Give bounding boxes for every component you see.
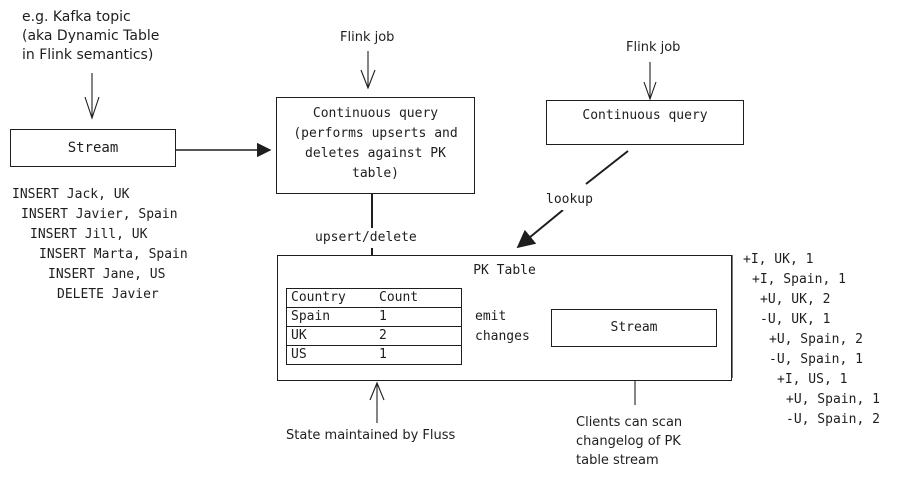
source-note-line: in Flink semantics)	[22, 47, 154, 63]
note-arrow-state	[369, 381, 385, 423]
changelog-event: -U, Spain, 2	[786, 412, 880, 427]
flink-job-note-2: Flink job	[626, 40, 681, 55]
changelog-event: +I, Spain, 1	[752, 272, 846, 287]
changelog-event: -U, UK, 1	[760, 312, 831, 327]
query-line: (performs upserts and	[293, 126, 458, 141]
changelog-event: +U, Spain, 2	[769, 332, 863, 347]
table-cell: 1	[375, 345, 462, 365]
source-stream-box[interactable]: Stream	[10, 129, 176, 167]
table-cell: US	[286, 345, 375, 365]
column-header: Count	[375, 288, 462, 308]
input-event: INSERT Jane, US	[48, 267, 166, 282]
changelog-event: +I, US, 1	[777, 372, 848, 387]
source-note: e.g. Kafka topic (aka Dynamic Table in F…	[22, 8, 159, 65]
query-line: Continuous query	[312, 106, 439, 121]
lookup-label: lookup	[546, 190, 593, 210]
flink-job-note-1: Flink job	[340, 30, 395, 45]
table-row: Spain 1	[286, 307, 462, 327]
changelog-event: +U, UK, 2	[760, 292, 831, 307]
clients-note-line: Clients can scan	[576, 415, 683, 430]
input-event: INSERT Jill, UK	[30, 227, 148, 242]
source-note-line: (aka Dynamic Table	[22, 28, 160, 44]
output-stream-label: Stream	[610, 320, 658, 335]
emit-changes-line: emit	[475, 309, 507, 324]
table-row: UK 2	[286, 326, 462, 346]
continuous-query-lookup-box[interactable]: Continuous query	[546, 100, 744, 145]
input-event: INSERT Marta, Spain	[39, 247, 188, 262]
table-cell: Spain	[286, 307, 375, 327]
changelog-event: +I, UK, 1	[743, 252, 814, 267]
table-header-row: Country Count	[286, 288, 462, 308]
table-cell: UK	[286, 326, 375, 346]
source-note-line: e.g. Kafka topic	[22, 9, 131, 25]
query-lookup-label: Continuous query	[582, 108, 708, 123]
input-event: INSERT Jack, UK	[12, 187, 130, 202]
input-event: INSERT Javier, Spain	[21, 207, 178, 222]
column-header: Country	[286, 288, 375, 308]
query-line: table)	[352, 166, 399, 181]
edge-lookup	[585, 150, 629, 185]
output-stream-box[interactable]: Stream	[551, 309, 717, 347]
table-cell: 2	[375, 326, 462, 346]
continuous-query-upsert-box[interactable]: Continuous query (performs upserts and d…	[276, 97, 475, 194]
pk-table-title: PK Table	[473, 263, 536, 278]
upsert-delete-label: upsert/delete	[314, 228, 418, 248]
clients-note-line: changelog of PK	[576, 434, 681, 449]
input-event: DELETE Javier	[57, 287, 159, 302]
changelog-event: -U, Spain, 1	[769, 352, 863, 367]
query-line: deletes against PK	[305, 146, 446, 161]
source-stream-label: Stream	[67, 140, 119, 156]
table-row: US 1	[286, 345, 462, 365]
emit-changes-label: emit changes	[475, 307, 530, 347]
input-events-list: INSERT Jack, UK INSERT Javier, Spain INS…	[12, 185, 188, 305]
edge-lookup-arrow	[516, 209, 564, 249]
emit-changes-line: changes	[475, 329, 530, 344]
note-arrow-flink-job-1	[360, 51, 376, 90]
state-note: State maintained by Fluss	[286, 428, 456, 443]
note-arrow-source	[84, 73, 100, 120]
clients-note-line: table stream	[576, 453, 659, 468]
changelog-event: +U, Spain, 1	[786, 392, 880, 407]
note-arrow-flink-job-2	[643, 62, 657, 101]
clients-note: Clients can scan changelog of PK table s…	[576, 413, 682, 470]
changelog-events-list: +I, UK, 1 +I, Spain, 1 +U, UK, 2 -U, UK,…	[743, 250, 880, 430]
pk-state-table: Country Count Spain 1 UK 2 US 1	[286, 288, 462, 365]
table-cell: 1	[375, 307, 462, 327]
